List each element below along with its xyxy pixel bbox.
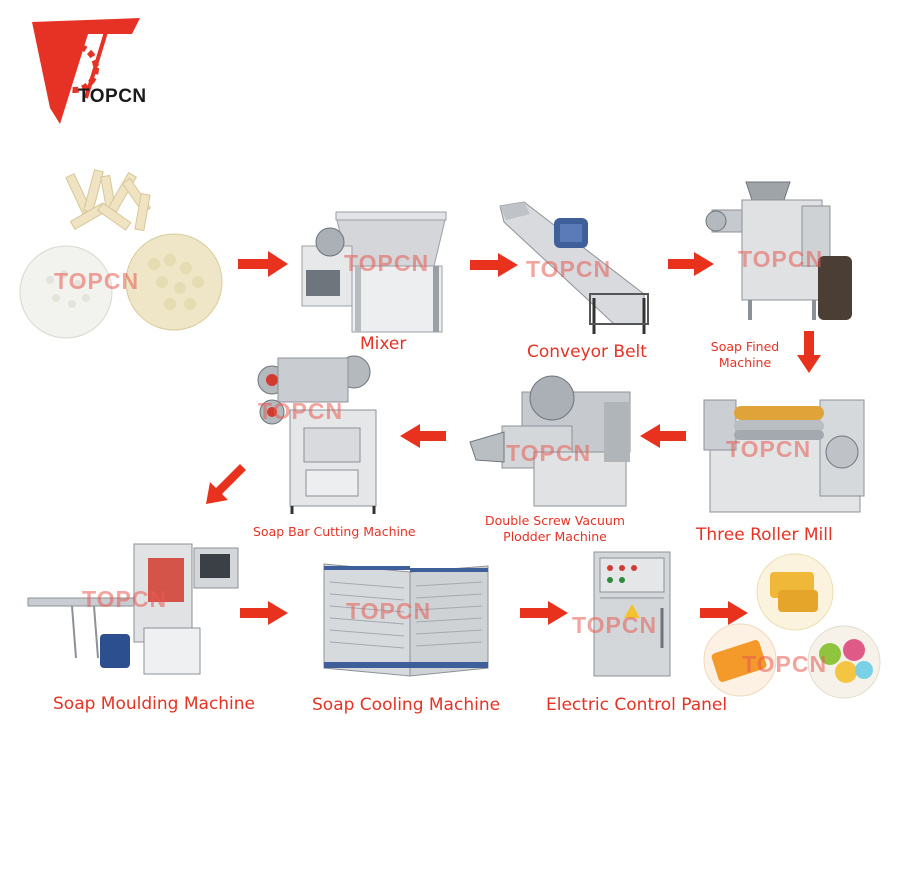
step-label-soap-cooling-machine: Soap Cooling Machine <box>312 695 501 715</box>
step-label-mixer: Mixer <box>360 334 407 354</box>
conveyor-belt-machine <box>499 201 649 334</box>
step-label-soap-moulding-machine: Soap Moulding Machine <box>53 694 256 714</box>
step-label-line: Machine <box>718 355 772 370</box>
watermark: TOPCN <box>506 440 592 466</box>
mixer-machine <box>301 211 447 333</box>
three-roller-mill-machine <box>703 399 865 513</box>
watermark: TOPCN <box>346 598 432 624</box>
step-label-conveyor-belt: Conveyor Belt <box>527 342 647 362</box>
watermark: TOPCN <box>738 246 824 272</box>
flow-arrow-right <box>700 601 748 625</box>
watermark: TOPCN <box>526 256 612 282</box>
step-label-line: Soap Fined <box>710 339 780 354</box>
step-label-three-roller-mill: Three Roller Mill <box>696 525 833 545</box>
soap-bar-cutting-machine <box>257 355 377 514</box>
step-label-line: Plodder Machine <box>503 529 607 544</box>
flow-arrow-right <box>238 251 288 277</box>
soap-moulding-machine <box>27 543 239 675</box>
flow-arrow-right <box>520 601 568 625</box>
flow-arrow-right <box>668 252 714 276</box>
watermark: TOPCN <box>726 436 812 462</box>
flow-arrow-left <box>640 424 686 448</box>
watermark: TOPCN <box>742 651 828 677</box>
watermark: TOPCN <box>54 268 140 294</box>
logo-wordmark: TOPCN <box>78 86 147 107</box>
watermark: TOPCN <box>258 398 344 424</box>
step-label-double-screw-vacuum-plodder: Double Screw Vacuum Plodder Machine <box>470 513 640 545</box>
flow-arrow-left <box>400 424 446 448</box>
raw-materials-image <box>19 169 223 339</box>
flow-arrow-right <box>470 253 518 277</box>
watermark: TOPCN <box>82 586 168 612</box>
flow-arrow-down-left <box>206 464 246 504</box>
topcn-logo <box>32 18 140 124</box>
soap-cooling-machine <box>323 563 489 677</box>
electric-control-panel <box>593 551 671 677</box>
vacuum-plodder-machine <box>469 375 631 507</box>
flow-arrow-down <box>797 331 821 373</box>
step-label-electric-control-panel: Electric Control Panel <box>546 695 728 715</box>
soap-refiner-machine <box>705 181 852 320</box>
watermark: TOPCN <box>344 250 430 276</box>
step-label-soap-bar-cutting-machine: Soap Bar Cutting Machine <box>253 524 416 539</box>
step-label-line: Double Screw Vacuum <box>485 513 625 528</box>
finished-soap-products-image <box>703 553 881 699</box>
step-label-soap-fined-machine: Soap Fined Machine <box>697 339 793 371</box>
watermark: TOPCN <box>572 612 658 638</box>
flow-arrow-right <box>240 601 288 625</box>
